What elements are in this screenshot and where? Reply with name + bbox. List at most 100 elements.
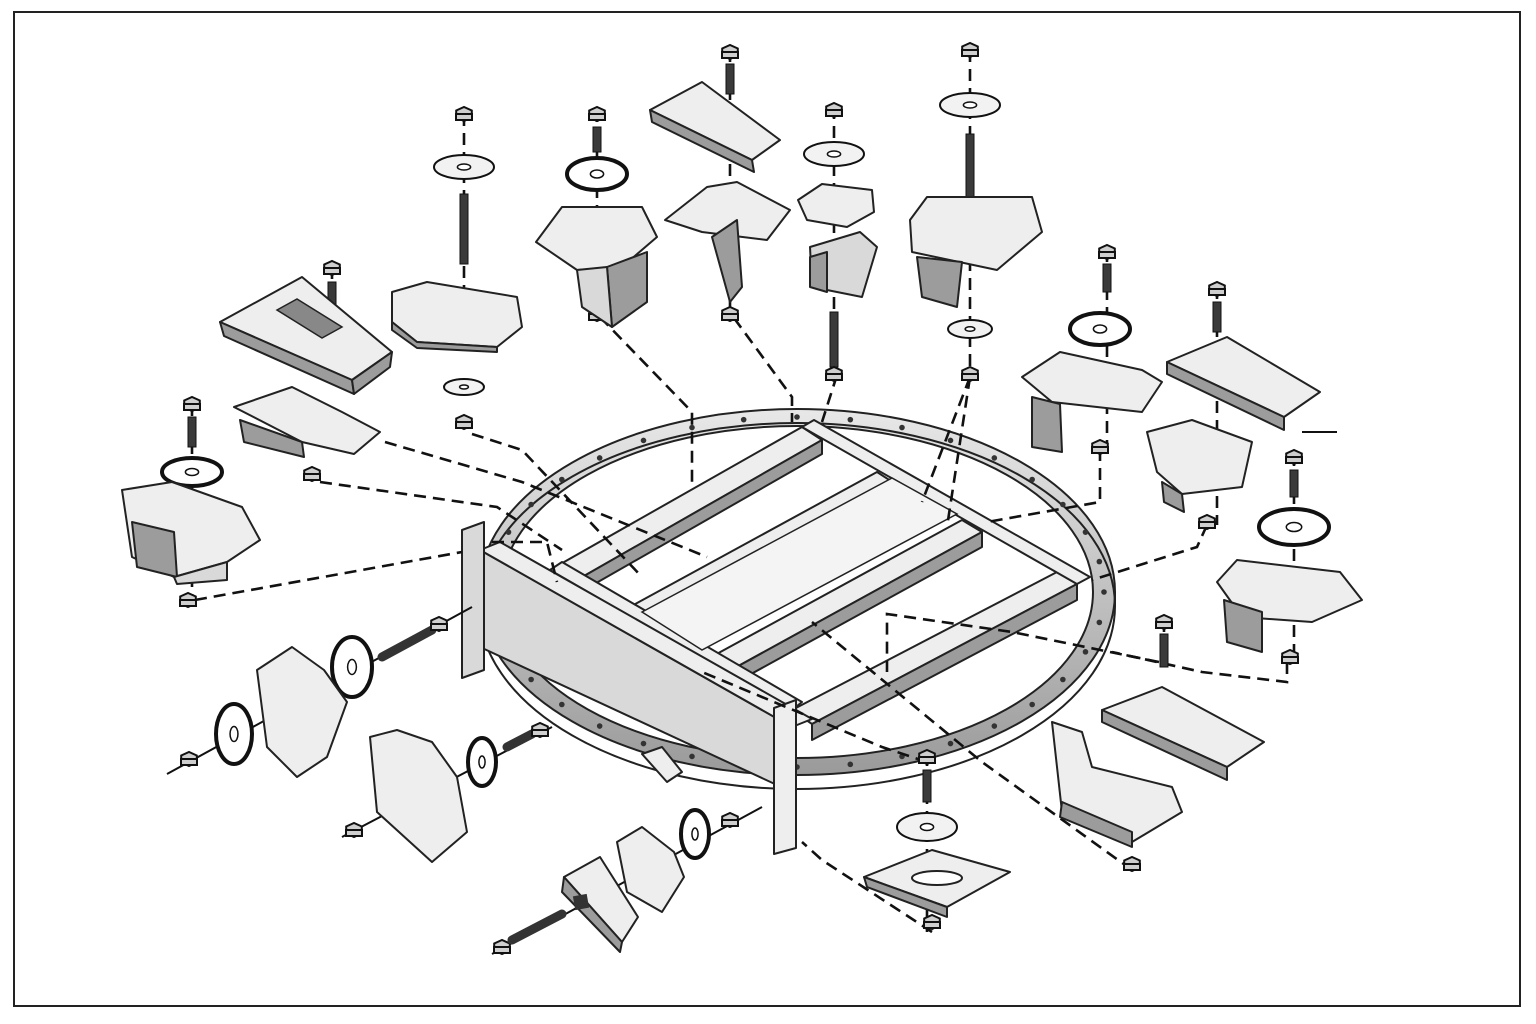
hex-nut-side xyxy=(918,756,936,764)
washer-hole xyxy=(456,163,472,171)
ring-hole xyxy=(1082,649,1089,655)
hex-nut-side xyxy=(345,829,363,837)
ring-hole xyxy=(689,753,695,760)
ring-hole xyxy=(991,455,998,461)
ring-hole xyxy=(740,416,747,423)
tray-clamp-left xyxy=(219,276,393,395)
threaded-bolt xyxy=(459,193,469,265)
ring-hole xyxy=(559,476,565,483)
exploded-assembly-drawing xyxy=(121,41,1363,956)
hex-nut-side xyxy=(923,921,941,929)
hex-nut-side xyxy=(323,267,341,275)
hex-nut-side xyxy=(1198,521,1216,529)
hex-nut-side xyxy=(1123,863,1141,871)
block-support-2 xyxy=(909,196,1043,308)
ring-hole xyxy=(1029,701,1035,708)
threaded-bolt xyxy=(507,909,567,945)
hex-nut-side xyxy=(455,113,473,121)
tray-clamp-right xyxy=(1146,336,1321,513)
washer-hole xyxy=(346,658,358,676)
washer-hole xyxy=(458,384,470,390)
ring-hole xyxy=(596,455,603,461)
hex-nut-side xyxy=(1208,288,1226,296)
hex-nut-side xyxy=(430,623,448,631)
washer-hole xyxy=(589,169,605,179)
block-support-1 xyxy=(535,206,658,328)
washer-hole xyxy=(184,467,200,477)
ring-hole xyxy=(596,723,603,729)
threaded-bolt xyxy=(1212,301,1222,333)
saddle-bracket-left xyxy=(121,481,261,585)
threaded-bolt xyxy=(1102,263,1112,293)
threaded-bolt xyxy=(1159,633,1169,668)
hex-nut-side xyxy=(825,109,843,117)
ring-hole xyxy=(505,529,512,535)
ring-hole xyxy=(947,437,954,444)
hex-nut-side xyxy=(1285,456,1303,464)
threaded-bolt xyxy=(725,63,735,95)
hex-nut-side xyxy=(179,599,197,607)
washer-hole xyxy=(229,725,239,743)
hex-nut-side xyxy=(721,51,739,59)
ring-hole xyxy=(640,740,647,747)
ring-hole xyxy=(1101,589,1107,595)
threaded-bolt xyxy=(592,126,602,153)
threaded-bolt xyxy=(502,729,537,752)
ring-hole xyxy=(559,701,565,708)
threaded-bolt xyxy=(829,311,839,368)
hex-nut-side xyxy=(961,373,979,381)
threaded-bolt xyxy=(1289,469,1299,498)
dashed-leader-lines xyxy=(194,316,1337,934)
threaded-bolt xyxy=(965,133,975,198)
hex-nut-side xyxy=(721,819,739,827)
hardware-stacks xyxy=(160,41,1331,956)
slotted-plate-bottom xyxy=(863,849,1011,918)
ring-hole xyxy=(1060,676,1066,683)
ring-hole xyxy=(1096,619,1103,626)
washer-hole xyxy=(1285,521,1303,533)
tray-clamp-lower-right xyxy=(1051,686,1265,848)
ring-hole xyxy=(794,414,800,420)
washer-hole xyxy=(964,326,976,332)
ring-hole xyxy=(991,723,998,729)
hex-nut-side xyxy=(825,373,843,381)
washer-hole xyxy=(962,101,978,109)
hex-nut-side xyxy=(493,946,511,954)
hex-nut-side xyxy=(1281,656,1299,664)
hex-nut-side xyxy=(721,313,739,321)
hex-nut-side xyxy=(183,403,201,411)
hold-down-clip-left xyxy=(233,386,381,458)
ring-hole xyxy=(899,424,905,431)
washer-hole xyxy=(691,827,699,841)
ring-hole xyxy=(1096,558,1103,565)
channel-clip-bottom xyxy=(561,856,639,953)
threaded-bolt xyxy=(377,625,437,662)
wedge-plates-front-left xyxy=(256,646,685,913)
block-support-3 xyxy=(1216,559,1363,653)
small-clip-front xyxy=(641,746,683,783)
ring-hole xyxy=(640,437,647,444)
clamp-block-top xyxy=(797,183,878,298)
diagram-frame xyxy=(13,11,1521,1007)
washer-hole xyxy=(919,822,935,832)
hex-nut-side xyxy=(180,758,198,766)
ring-hole xyxy=(528,501,534,508)
washer-hole xyxy=(1092,324,1108,334)
ring-hole xyxy=(847,761,854,768)
hex-nut-side xyxy=(531,729,549,737)
ring-hole xyxy=(847,416,854,423)
washer-hole xyxy=(478,755,486,769)
ring-hole xyxy=(528,676,534,683)
ring-hole xyxy=(689,424,695,431)
threaded-bolt xyxy=(187,416,197,448)
ring-hole xyxy=(1029,476,1035,483)
threaded-bolt xyxy=(922,769,932,803)
hex-nut-side xyxy=(961,49,979,57)
ring-hole xyxy=(1082,529,1089,535)
hex-nut-side xyxy=(303,473,321,481)
hex-nut-side xyxy=(1098,251,1116,259)
hex-nut-side xyxy=(588,113,606,121)
hex-nut-side xyxy=(1091,446,1109,454)
washer-hole xyxy=(826,150,842,158)
hex-nut-side xyxy=(1155,621,1173,629)
